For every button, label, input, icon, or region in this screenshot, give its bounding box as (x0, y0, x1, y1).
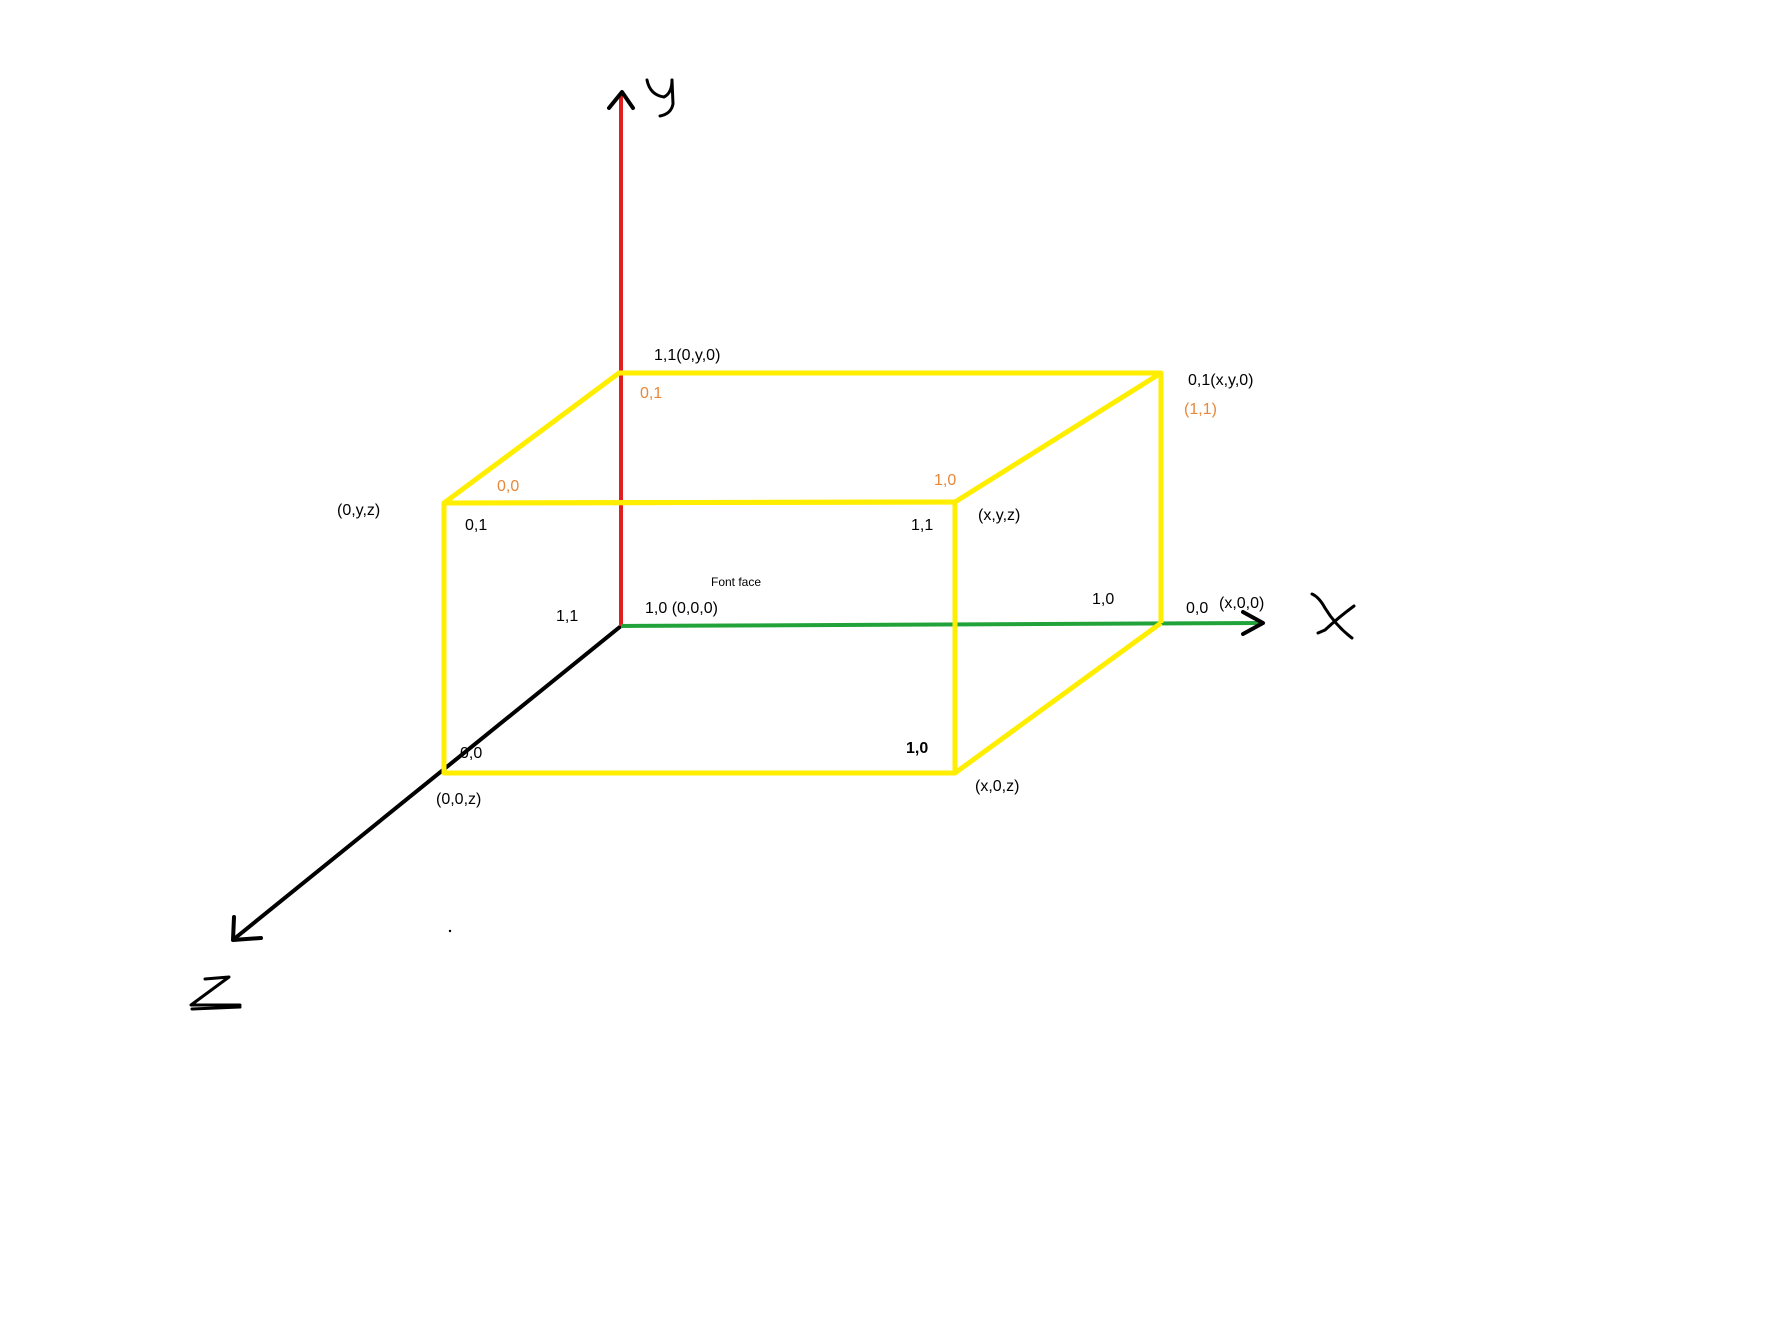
vertex-labels: 1,1(0,y,0) 0,1(x,y,0) (0,y,z) (x,y,z) 1,… (337, 347, 1264, 808)
y-axis-arrowhead (607, 90, 635, 110)
z-axis-arrowhead (231, 915, 263, 942)
uv-orange-top-back-right: (1,1) (1184, 401, 1217, 418)
orange-uv-labels: 0,1 (1,1) 0,0 1,0 (497, 385, 1217, 495)
label-bottom-back-right: (x,0,0) (1219, 595, 1264, 612)
label-top-front-left: (0,y,z) (337, 502, 380, 519)
label-origin: 1,0 (0,0,0) (645, 600, 718, 617)
font-face-note: Font face (711, 575, 761, 589)
label-top-back-left: 1,1(0,y,0) (654, 347, 720, 364)
stray-dot (448, 929, 452, 933)
black-uv-labels: 0,1 1,1 0,0 1,0 1,1 1,0 0,0 (460, 517, 1208, 762)
uv-front-bottom-right: 1,0 (906, 740, 928, 757)
box-bottom-right-edge (953, 620, 1163, 776)
x-axis-letter: X (1310, 592, 1356, 640)
axis-letters: y X z (189, 78, 1356, 1011)
uv-orange-top-front-left: 0,0 (497, 478, 519, 495)
box (441, 370, 1164, 776)
uv-right-face-right: 0,0 (1186, 600, 1208, 617)
label-bottom-front-left: (0,0,z) (436, 791, 481, 808)
uv-right-face-left: 1,0 (1092, 591, 1114, 608)
label-bottom-front-right: (x,0,z) (975, 778, 1019, 795)
uv-front-bottom-left: 0,0 (460, 745, 482, 762)
label-top-front-right: (x,y,z) (978, 507, 1020, 524)
z-axis-letter: z (189, 975, 242, 1011)
z-axis-line (232, 624, 623, 941)
uv-orange-top-back-left: 0,1 (640, 385, 662, 402)
axes (231, 90, 1265, 942)
label-top-back-right: 0,1(x,y,0) (1188, 372, 1254, 389)
x-axis-arrowhead (1241, 610, 1265, 636)
uv-front-top-right: 1,1 (911, 517, 933, 534)
y-axis-letter: y (645, 78, 675, 118)
x-axis-line (620, 621, 1264, 628)
uv-orange-top-front-right: 1,0 (934, 472, 956, 489)
uv-left-face: 1,1 (556, 608, 578, 625)
uv-front-top-left: 0,1 (465, 517, 487, 534)
